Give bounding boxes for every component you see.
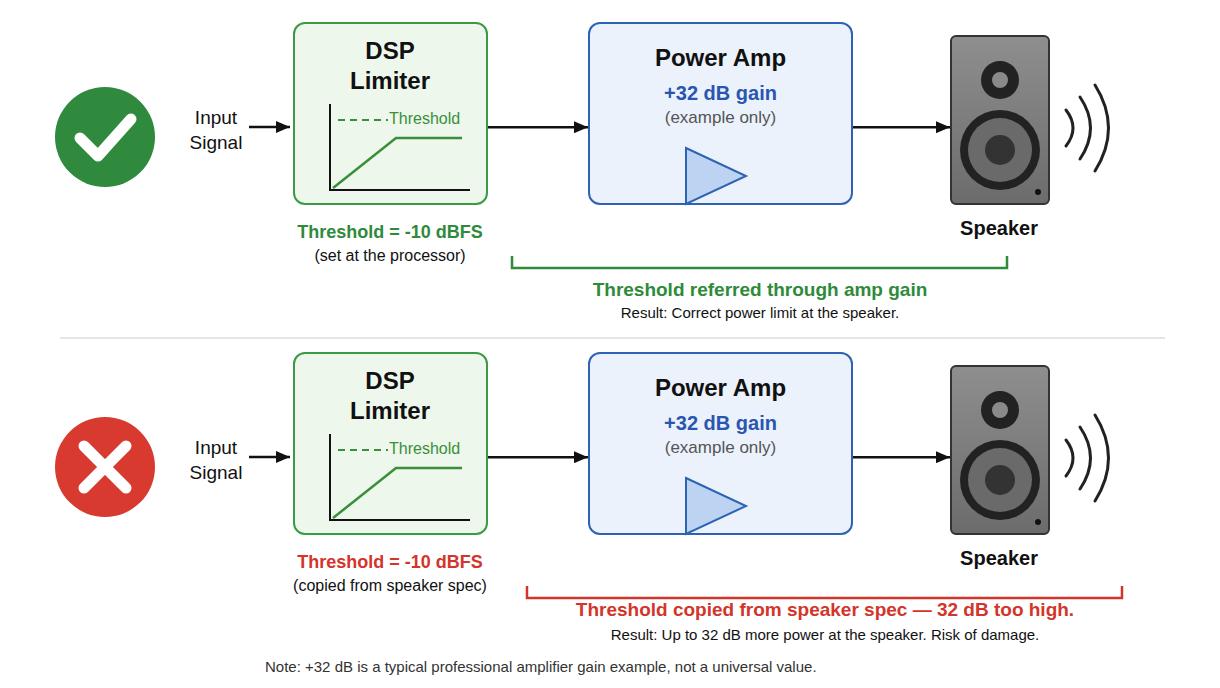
span-bracket [512, 256, 1007, 268]
threshold-tag: Threshold [389, 109, 460, 129]
bracket-caption: Threshold referred through amp gain [510, 278, 1010, 302]
signal-arrow [853, 126, 950, 129]
result-note: Result: Correct power limit at the speak… [510, 303, 1010, 323]
signal-arrow [488, 126, 588, 129]
input-arrow [249, 127, 290, 128]
speaker-cabinet: Speaker [950, 365, 1050, 535]
threshold-value: Threshold = -10 dBFS [270, 221, 510, 243]
limiter-graph [330, 434, 470, 520]
threshold-note: (copied from speaker spec) [270, 576, 510, 596]
threshold-note: (set at the processor) [270, 246, 510, 266]
result-note: Result: Up to 32 dB more power at the sp… [525, 625, 1125, 645]
wrong-row-art [55, 391, 1122, 598]
gain-value: +32 dB gain [590, 410, 851, 436]
signal-arrow [488, 456, 588, 459]
threshold-tag: Threshold [389, 439, 460, 459]
speaker-cabinet: Speaker [950, 35, 1050, 205]
gain-note: (example only) [590, 437, 851, 459]
amplifier-box: Power Amp +32 dB gain(example only) [588, 352, 853, 535]
box-title: Power Amp [590, 373, 851, 403]
speaker-illustration [960, 391, 1109, 525]
speaker-label: Speaker [919, 545, 1079, 571]
row-separator [60, 337, 1165, 339]
speaker-label: Speaker [919, 215, 1079, 241]
check-mark [80, 119, 131, 156]
input-label: Input Signal [172, 435, 260, 485]
bracket-caption: Threshold copied from speaker spec — 32 … [525, 598, 1125, 622]
gain-note: (example only) [590, 107, 851, 129]
box-title: DSP Limiter [340, 36, 440, 96]
check-badge [55, 87, 155, 187]
speaker-illustration [960, 61, 1109, 195]
box-title: Power Amp [590, 43, 851, 73]
input-label: Input Signal [172, 105, 260, 155]
span-bracket [527, 586, 1122, 598]
signal-arrow [853, 456, 950, 459]
amplifier-symbol [686, 478, 746, 534]
amplifier-symbol [686, 148, 746, 204]
limiter-box: DSP LimiterThreshold [293, 22, 488, 205]
cross-mark [84, 446, 126, 488]
cross-badge [55, 417, 155, 517]
limiter-box: DSP LimiterThreshold [293, 352, 488, 535]
limiter-graph [330, 104, 470, 190]
input-arrow [249, 457, 290, 458]
footnote: Note: +32 dB is a typical professional a… [265, 657, 1085, 677]
amplifier-box: Power Amp +32 dB gain(example only) [588, 22, 853, 205]
threshold-value: Threshold = -10 dBFS [270, 551, 510, 573]
box-title: DSP Limiter [340, 366, 440, 426]
gain-value: +32 dB gain [590, 80, 851, 106]
correct-row-art [55, 61, 1109, 268]
